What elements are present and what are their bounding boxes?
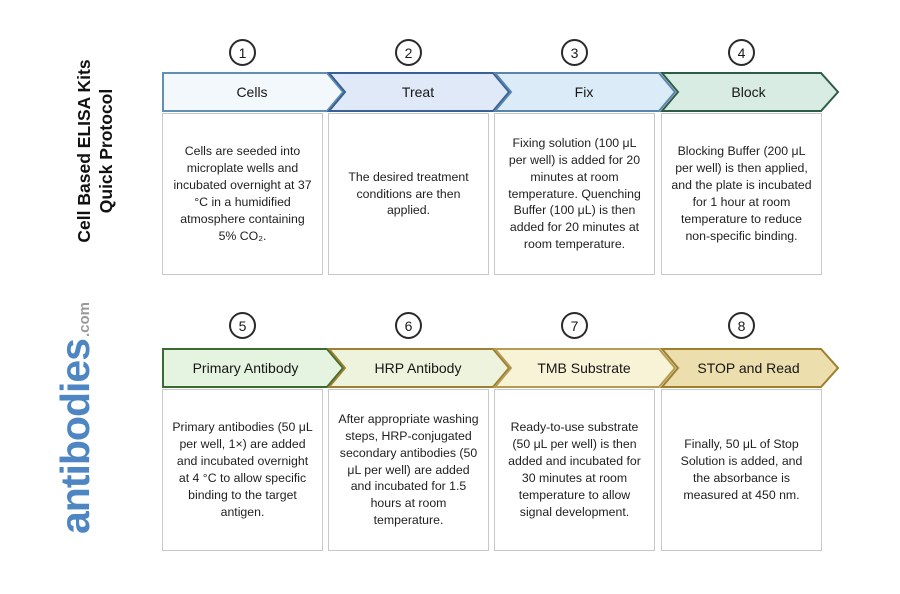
step-number: 1 [238, 44, 247, 61]
step-description-box: Primary antibodies (50 μL per well, 1×) … [162, 389, 323, 551]
brand-logo-text: antibodies [52, 339, 98, 535]
step-label: TMB Substrate [537, 360, 631, 376]
step-number: 4 [737, 44, 746, 61]
arrow-shape-icon [326, 72, 511, 112]
step-column-2: 2 Treat The desired treatment conditions… [326, 0, 511, 594]
step-label: Cells [236, 84, 268, 100]
step-number-badge: 4 [728, 39, 755, 66]
step-description: The desired treatment conditions are the… [348, 169, 469, 218]
step-description-box: After appropriate washing steps, HRP-con… [328, 389, 489, 551]
step-description-box: The desired treatment conditions are the… [328, 113, 489, 275]
step-description: Cells are seeded into microplate wells a… [173, 144, 312, 243]
step-description: Primary antibodies (50 μL per well, 1×) … [172, 420, 313, 519]
step-arrow: Fix [492, 72, 677, 112]
step-label: HRP Antibody [374, 360, 462, 376]
step-number: 7 [570, 317, 579, 334]
page-title-line2: Quick Protocol [96, 88, 117, 214]
arrow-shape-icon [162, 72, 345, 112]
step-column-4: 4 Block Blocking Buffer (200 μL per well… [659, 0, 840, 594]
step-description: After appropriate washing steps, HRP-con… [338, 411, 479, 528]
step-number-badge: 3 [561, 39, 588, 66]
step-column-1: 1 Cells Cells are seeded into microplate… [162, 0, 345, 594]
step-description-box: Cells are seeded into microplate wells a… [162, 113, 323, 275]
step-arrow: Treat [326, 72, 511, 112]
step-label: STOP and Read [697, 360, 800, 376]
page-title: Cell Based ELISA Kits Quick Protocol [73, 21, 119, 281]
step-description: Finally, 50 μL of Stop Solution is added… [680, 437, 803, 502]
step-label: Block [731, 84, 766, 100]
step-number: 5 [238, 317, 247, 334]
arrow-shape-icon [162, 348, 345, 388]
step-arrow: STOP and Read [659, 348, 843, 388]
step-description-box: Ready-to-use substrate (50 μL per well) … [494, 389, 655, 551]
step-description-box: Blocking Buffer (200 μL per well) is the… [661, 113, 822, 275]
step-number: 8 [737, 317, 746, 334]
brand-logo-suffix: .com [76, 301, 93, 337]
step-number-badge: 1 [229, 39, 256, 66]
step-number: 3 [570, 44, 579, 61]
step-description: Ready-to-use substrate (50 μL per well) … [508, 420, 641, 519]
step-arrow: Block [659, 72, 843, 112]
arrow-shape-icon [492, 72, 677, 112]
step-number: 2 [404, 44, 413, 61]
step-label: Fix [574, 84, 594, 100]
step-label: Primary Antibody [192, 360, 299, 376]
arrow-shape-icon [326, 348, 511, 388]
step-label: Treat [401, 84, 435, 100]
step-number-badge: 6 [395, 312, 422, 339]
step-description-box: Fixing solution (100 μL per well) is add… [494, 113, 655, 275]
step-column-8: 8 STOP and Read Finally, 50 μL of Stop S… [659, 0, 840, 594]
step-arrow: Primary Antibody [162, 348, 345, 388]
step-description-box: Finally, 50 μL of Stop Solution is added… [661, 389, 822, 551]
step-column-3: 3 Fix Fixing solution (100 μL per well) … [492, 0, 677, 594]
step-number: 6 [404, 317, 413, 334]
brand-logo: antibodies .com [52, 268, 116, 568]
arrow-shape-icon [659, 72, 840, 112]
step-arrow: TMB Substrate [492, 348, 677, 388]
step-arrow: HRP Antibody [326, 348, 511, 388]
arrow-shape-icon [492, 348, 677, 388]
step-column-7: 7 TMB Substrate Ready-to-use substrate (… [492, 0, 677, 594]
step-number-badge: 5 [229, 312, 256, 339]
step-description: Blocking Buffer (200 μL per well) is the… [671, 144, 812, 243]
step-number-badge: 8 [728, 312, 755, 339]
page-title-line1: Cell Based ELISA Kits [74, 59, 94, 243]
step-column-6: 6 HRP Antibody After appropriate washing… [326, 0, 511, 594]
step-column-5: 5 Primary Antibody Primary antibodies (5… [162, 0, 345, 594]
step-number-badge: 2 [395, 39, 422, 66]
step-arrow: Cells [162, 72, 345, 112]
step-description: Fixing solution (100 μL per well) is add… [508, 135, 641, 252]
arrow-shape-icon [659, 348, 840, 388]
step-number-badge: 7 [561, 312, 588, 339]
